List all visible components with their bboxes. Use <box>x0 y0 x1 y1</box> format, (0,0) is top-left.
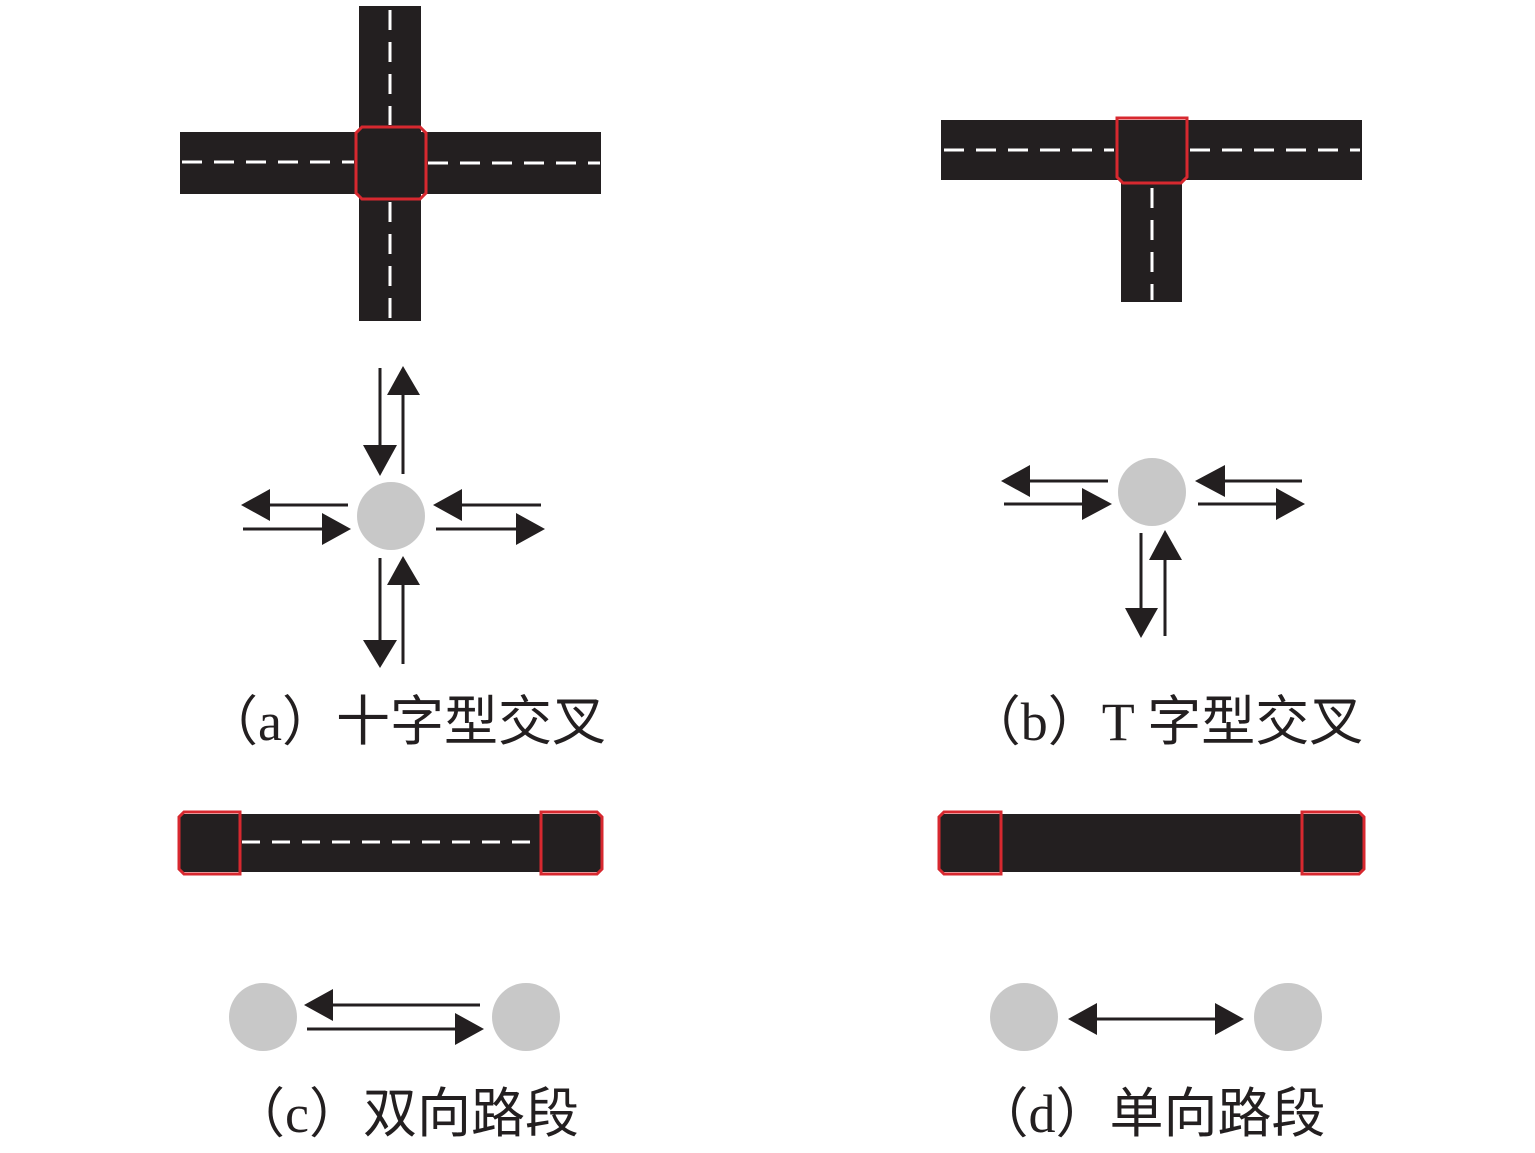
two-way-road <box>177 810 604 876</box>
panel-a-label: （a）十字型交叉 <box>204 692 606 752</box>
endpoint-highlight <box>937 810 1003 876</box>
endpoint-highlight <box>539 810 604 876</box>
one-way-graph <box>990 983 1322 1051</box>
crossroad-road <box>180 6 601 321</box>
node <box>229 983 297 1051</box>
node <box>1118 458 1186 526</box>
node <box>990 983 1058 1051</box>
t-junction-road <box>941 116 1362 302</box>
node <box>492 983 560 1051</box>
panel-d-label: （d）单向路段 <box>975 1084 1326 1144</box>
node <box>357 482 425 550</box>
crossroad-graph <box>241 366 545 668</box>
two-way-graph <box>229 983 560 1051</box>
endpoint-highlight <box>177 810 242 876</box>
intersection-highlight <box>354 125 428 201</box>
panel-b-label: （b）T 字型交叉 <box>967 692 1364 752</box>
endpoint-highlight <box>1300 810 1366 876</box>
intersection-highlight <box>1115 116 1189 185</box>
t-junction-graph <box>1001 458 1305 638</box>
node <box>1254 983 1322 1051</box>
one-way-road <box>937 810 1366 876</box>
panel-c-label: （c）双向路段 <box>231 1084 579 1144</box>
